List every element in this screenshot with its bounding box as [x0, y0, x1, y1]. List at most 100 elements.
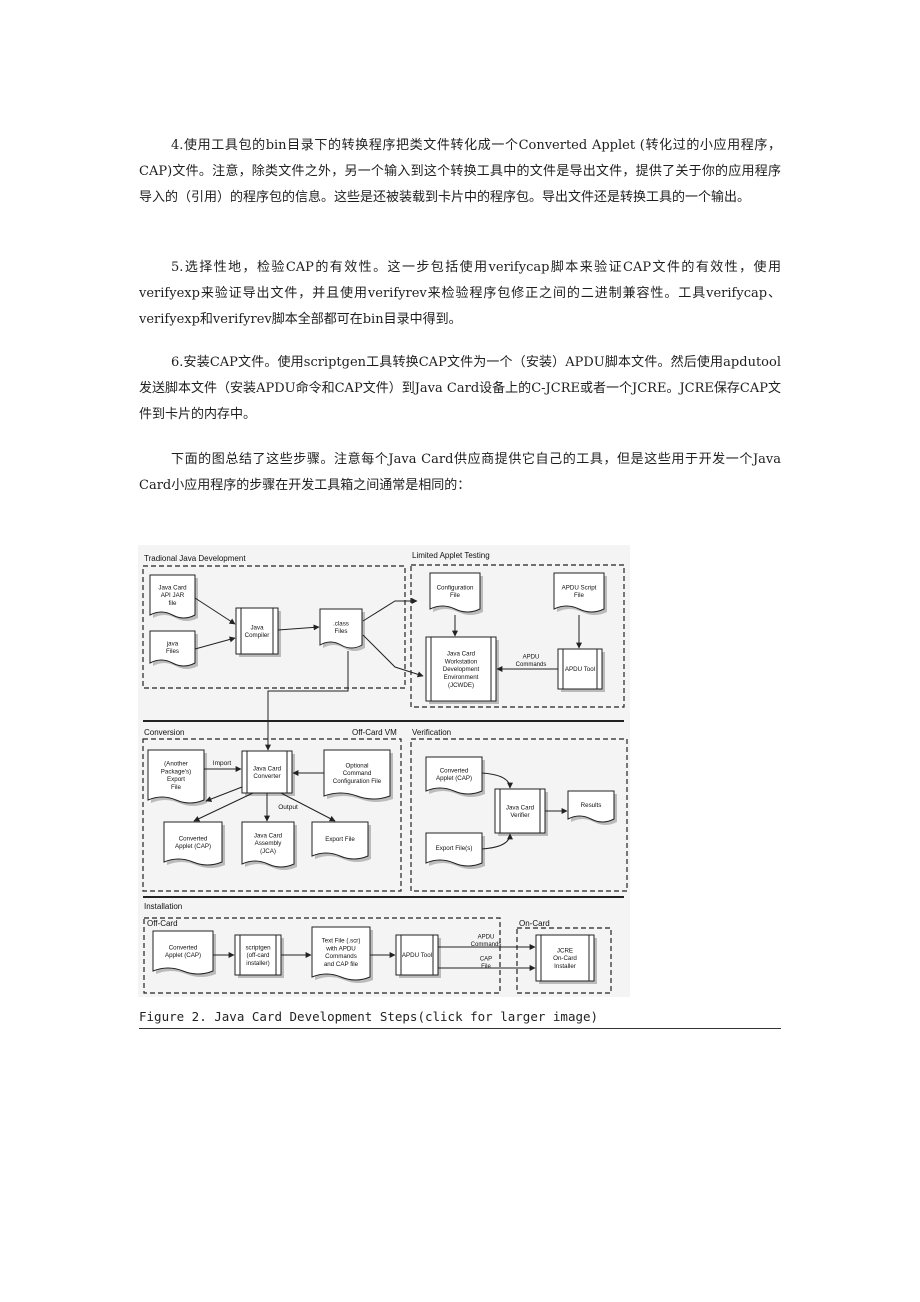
paragraph-summary: 下面的图总结了这些步骤。注意每个Java Card供应商提供它自己的工具，但是这… [139, 452, 781, 493]
file-apdu-script-text: APDU Script [562, 584, 597, 591]
process-jcwde-text: Java Card [447, 651, 476, 658]
process-scriptgen-text: scriptgen [245, 944, 271, 951]
file-install-cap-text: Applet (CAP) [165, 952, 201, 959]
process-jcre-installer-text: On-Card [553, 955, 577, 962]
file-api-jar-text: Java Card [158, 584, 187, 591]
file-verif-export-text: Export File(s) [436, 845, 473, 852]
file-jca-text: Java Card [254, 832, 283, 839]
paragraph-step-6: 6.安装CAP文件。使用scriptgen工具转换CAP文件为一个（安装）APD… [139, 355, 781, 422]
process-apdu-tool-top-text: APDU Tool [565, 666, 595, 673]
file-optional-config-text: Optional [345, 762, 368, 769]
section-title-installation: Installation [144, 902, 182, 911]
process-scriptgen-text: (off-card [247, 952, 270, 959]
label-cap-file-line: File [481, 964, 491, 970]
process-apdu-tool-install: APDU Tool [395, 934, 441, 978]
file-text-scr-text: Commands [325, 953, 357, 960]
arrow-converter-export-back [205, 786, 243, 802]
label-apdu-commands-line: APDU [523, 654, 540, 660]
verification-box [410, 738, 628, 892]
arrow-class-jcwde [362, 634, 424, 678]
process-jcwde-text: Environment [444, 674, 479, 681]
process-jcwde-text: Development [443, 666, 480, 673]
paragraph-step-5: 5.选择性地，检验CAP的有效性。这一步包括使用verifycap脚本来验证CA… [139, 260, 781, 327]
file-another-export-text: (Another [164, 760, 188, 767]
file-another-export-text: File [171, 784, 182, 791]
process-jcwde: Java CardWorkstationDevelopmentEnvironme… [425, 636, 499, 704]
off-card-box [143, 917, 501, 994]
section-title-on-card: On-Card [519, 919, 550, 928]
process-verifier-text: Verifier [510, 812, 529, 819]
file-configuration-text: File [450, 592, 461, 599]
arrow-jar-compiler [194, 597, 236, 625]
file-optional-config-text: Command [343, 770, 372, 777]
file-another-export-text: Export [167, 776, 185, 783]
conversion-box [142, 738, 402, 892]
arrow-converter-exportout [280, 792, 336, 822]
caption-rule [139, 1028, 781, 1029]
file-verif-cap-text: Applet (CAP) [436, 775, 472, 782]
section-title-offcard-vm: Off-Card VM [352, 728, 397, 737]
arrow-java-compiler [194, 636, 236, 650]
file-class-text: Files [334, 628, 347, 635]
arrow-class-converter [265, 651, 349, 751]
file-text-scr-text: with APDU [325, 945, 356, 952]
file-export-output-text: Export File [325, 836, 355, 843]
traditional-box [142, 565, 406, 689]
arrow-compiler-class [277, 624, 320, 631]
file-another-export-text: Package's) [161, 768, 191, 775]
process-converter-text: Java Card [253, 765, 282, 772]
process-scriptgen-text: installer) [246, 960, 269, 967]
label-apdu-commands-install-line: Commands [471, 942, 502, 948]
file-results: Results [567, 790, 617, 825]
file-cap-output-text: Applet (CAP) [175, 843, 211, 850]
file-cap-output-text: Converted [179, 835, 208, 842]
file-verif-cap-text: Converted [440, 767, 469, 774]
file-jca-text: (JCA) [260, 848, 276, 855]
label-import: Import [213, 760, 232, 767]
file-install-cap-text: Converted [169, 944, 198, 951]
process-jcre-installer-text: Installer [554, 963, 576, 970]
section-title-limited: Limited Applet Testing [412, 551, 490, 560]
paragraph-step-4: 4.使用工具包的bin目录下的转换程序把类文件转化成一个Converted Ap… [139, 138, 781, 205]
process-jcwde-text: (JCWDE) [448, 682, 474, 689]
file-java-text: Files [166, 648, 179, 655]
file-results-text: Results [581, 802, 602, 809]
process-jcre-installer-text: JCRE [557, 947, 573, 954]
arrow-export-verifier [481, 833, 513, 850]
label-apdu-commands-install-line: APDU [478, 934, 495, 940]
arrow-class-config [362, 598, 418, 622]
process-apdu-tool-top: APDU Tool [557, 648, 605, 692]
label-apdu-commands-line: Commands [516, 662, 547, 668]
process-java-compiler-text: Compiler [245, 632, 270, 639]
file-text-scr-text: Text File (.scr) [322, 937, 361, 944]
label-cap-file-line: CAP [480, 956, 492, 962]
limited-testing-box [410, 564, 625, 708]
label-output: Output [278, 804, 298, 811]
file-text-scr-text: and CAP file [324, 961, 359, 968]
process-java-compiler-text: Java [250, 624, 264, 631]
section-title-verification: Verification [412, 728, 451, 737]
figure-caption[interactable]: Figure 2. Java Card Development Steps(cl… [139, 1009, 599, 1024]
process-apdu-tool-install-text: APDU Tool [402, 952, 432, 959]
process-converter-text: Converter [253, 773, 280, 780]
file-class-text: .class [333, 620, 349, 627]
file-verif-export: Export File(s) [425, 832, 485, 869]
file-optional-config-text: Configuration File [333, 778, 382, 785]
arrow-converter-cap [193, 792, 254, 822]
section-title-off-card: Off-Card [147, 919, 178, 928]
section-title-conversion: Conversion [144, 728, 184, 737]
file-configuration-text: Configuration [437, 584, 474, 591]
